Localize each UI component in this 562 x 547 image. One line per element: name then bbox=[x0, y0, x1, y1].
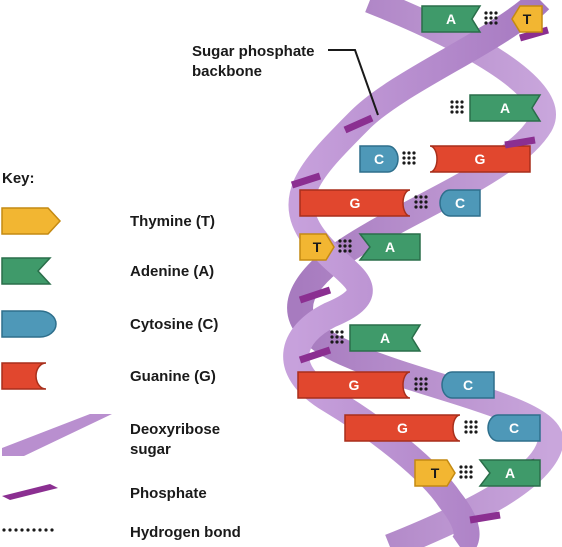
key-phosphate-swatch bbox=[2, 484, 58, 500]
key-swatches bbox=[1, 207, 112, 532]
phosphate-band-3 bbox=[298, 346, 332, 364]
base-pairs-front: A T G C T A A G C G C T A bbox=[297, 5, 543, 487]
base-pair-3-left-shape bbox=[299, 189, 411, 217]
base-pair-8-right-letter: A bbox=[505, 465, 515, 481]
back-sugar-phosphate-strand bbox=[287, 0, 562, 547]
key-adenine-swatch bbox=[1, 257, 52, 285]
base-pair-1-left-letter: A bbox=[500, 100, 510, 116]
base-pair-2-right-shape bbox=[429, 145, 531, 173]
base-pairs: A C G bbox=[359, 94, 542, 173]
base-pair-7-hydrogen-bonds bbox=[464, 420, 478, 434]
base-pair-5-left: A bbox=[349, 324, 422, 352]
key-thymine-swatch bbox=[1, 207, 62, 235]
base-pair-6-left: G bbox=[297, 371, 411, 399]
base-pair-6-right-shape bbox=[441, 371, 495, 399]
base-pair-3-right-letter: C bbox=[455, 195, 465, 211]
backbone-callout-label: Sugar phosphate backbone bbox=[192, 42, 315, 82]
phosphate-band-0 bbox=[343, 114, 374, 134]
base-pair-4-right-letter: A bbox=[385, 239, 395, 255]
base-pair-7-left: G bbox=[344, 414, 461, 442]
base-pair-5-hydrogen-bonds bbox=[330, 330, 344, 344]
key-label-deoxyribose-line1: Deoxyribose bbox=[130, 421, 221, 438]
base-pair-7-left-letter: G bbox=[397, 420, 408, 436]
base-pair-1-left-shape bbox=[469, 94, 542, 122]
base-pair-2-right-letter: G bbox=[475, 151, 486, 167]
base-pair-0-right: T bbox=[511, 5, 543, 33]
base-pair-7-right: C bbox=[487, 414, 541, 442]
key-label-deoxyribose: Deoxyribose sugar bbox=[130, 420, 220, 460]
base-pair-3-hydrogen-bonds bbox=[414, 195, 428, 209]
base-pair-8-left-shape bbox=[414, 459, 456, 487]
base-pair-8-left: T bbox=[414, 459, 456, 487]
base-pair-0-right-shape bbox=[511, 5, 543, 33]
phosphate-band-4 bbox=[519, 26, 549, 42]
key-label-hydrogen-bond: Hydrogen bond bbox=[130, 524, 241, 541]
base-pair-6-right: C bbox=[441, 371, 495, 399]
phosphate-band-1 bbox=[290, 172, 322, 189]
base-pair-1-hydrogen-bonds bbox=[450, 100, 464, 114]
base-pair-0-right-letter: T bbox=[523, 11, 532, 27]
base-pair-4-right: A bbox=[358, 233, 421, 261]
base-pair-6-right-letter: C bbox=[463, 377, 473, 393]
key-label-thymine: Thymine (T) bbox=[130, 213, 215, 230]
base-pair-7-left-shape bbox=[344, 414, 461, 442]
base-pair-2-left-shape bbox=[359, 145, 399, 173]
key-cytosine-swatch bbox=[1, 310, 57, 338]
base-pair-7-right-shape bbox=[487, 414, 541, 442]
callout-leader-line bbox=[328, 49, 379, 116]
base-pair-8-hydrogen-bonds bbox=[459, 465, 473, 479]
base-pair-3-left-letter: G bbox=[350, 195, 361, 211]
base-pair-4-hydrogen-bonds bbox=[338, 239, 352, 253]
base-pair-2-left-letter: C bbox=[374, 151, 384, 167]
key-label-adenine: Adenine (A) bbox=[130, 263, 215, 280]
base-pair-0-left: A bbox=[421, 5, 482, 33]
base-pair-2-hydrogen-bonds bbox=[402, 151, 416, 165]
base-pair-4-left: T bbox=[299, 233, 335, 261]
base-pair-1-left: A bbox=[469, 94, 542, 122]
base-pair-8-right-shape bbox=[478, 459, 541, 487]
key-label-phosphate: Phosphate bbox=[130, 485, 207, 502]
key-label-cytosine: Cytosine (C) bbox=[130, 316, 219, 333]
base-pair-3-left: G bbox=[299, 189, 411, 217]
base-pair-6-left-letter: G bbox=[349, 377, 360, 393]
base-pair-5-left-shape bbox=[349, 324, 422, 352]
key-title: Key: bbox=[2, 170, 35, 187]
key-guanine-swatch bbox=[1, 362, 47, 390]
base-pair-4-left-shape bbox=[299, 233, 335, 261]
key-label-guanine: Guanine (G) bbox=[130, 368, 216, 385]
base-pair-6-hydrogen-bonds bbox=[414, 377, 428, 391]
base-pair-3-right-shape bbox=[439, 189, 481, 217]
base-pair-8-left-letter: T bbox=[431, 465, 440, 481]
callout-line-1: Sugar phosphate bbox=[192, 43, 315, 60]
base-pair-0-hydrogen-bonds bbox=[484, 11, 498, 25]
base-pair-0-left-shape bbox=[421, 5, 482, 33]
base-pair-6-left-shape bbox=[297, 371, 411, 399]
base-pair-3-right: C bbox=[439, 189, 481, 217]
phosphate-band-6 bbox=[469, 511, 501, 524]
key-hydrogen-bond-swatch bbox=[2, 528, 54, 532]
base-pair-4-left-letter: T bbox=[313, 239, 322, 255]
base-pair-0-left-letter: A bbox=[446, 11, 456, 27]
base-pair-7-right-letter: C bbox=[509, 420, 519, 436]
base-pair-8-right: A bbox=[478, 459, 541, 487]
callout-line-2: backbone bbox=[192, 63, 263, 80]
base-pair-2-right: G bbox=[429, 145, 531, 173]
base-pair-2-left: C bbox=[359, 145, 399, 173]
phosphate-band-5 bbox=[504, 136, 536, 149]
key-label-deoxyribose-line2: sugar bbox=[130, 441, 171, 458]
base-pair-5-left-letter: A bbox=[380, 330, 390, 346]
phosphate-band-2 bbox=[298, 286, 332, 304]
key-deoxyribose-swatch bbox=[2, 414, 112, 456]
base-pair-4-right-shape bbox=[358, 233, 421, 261]
